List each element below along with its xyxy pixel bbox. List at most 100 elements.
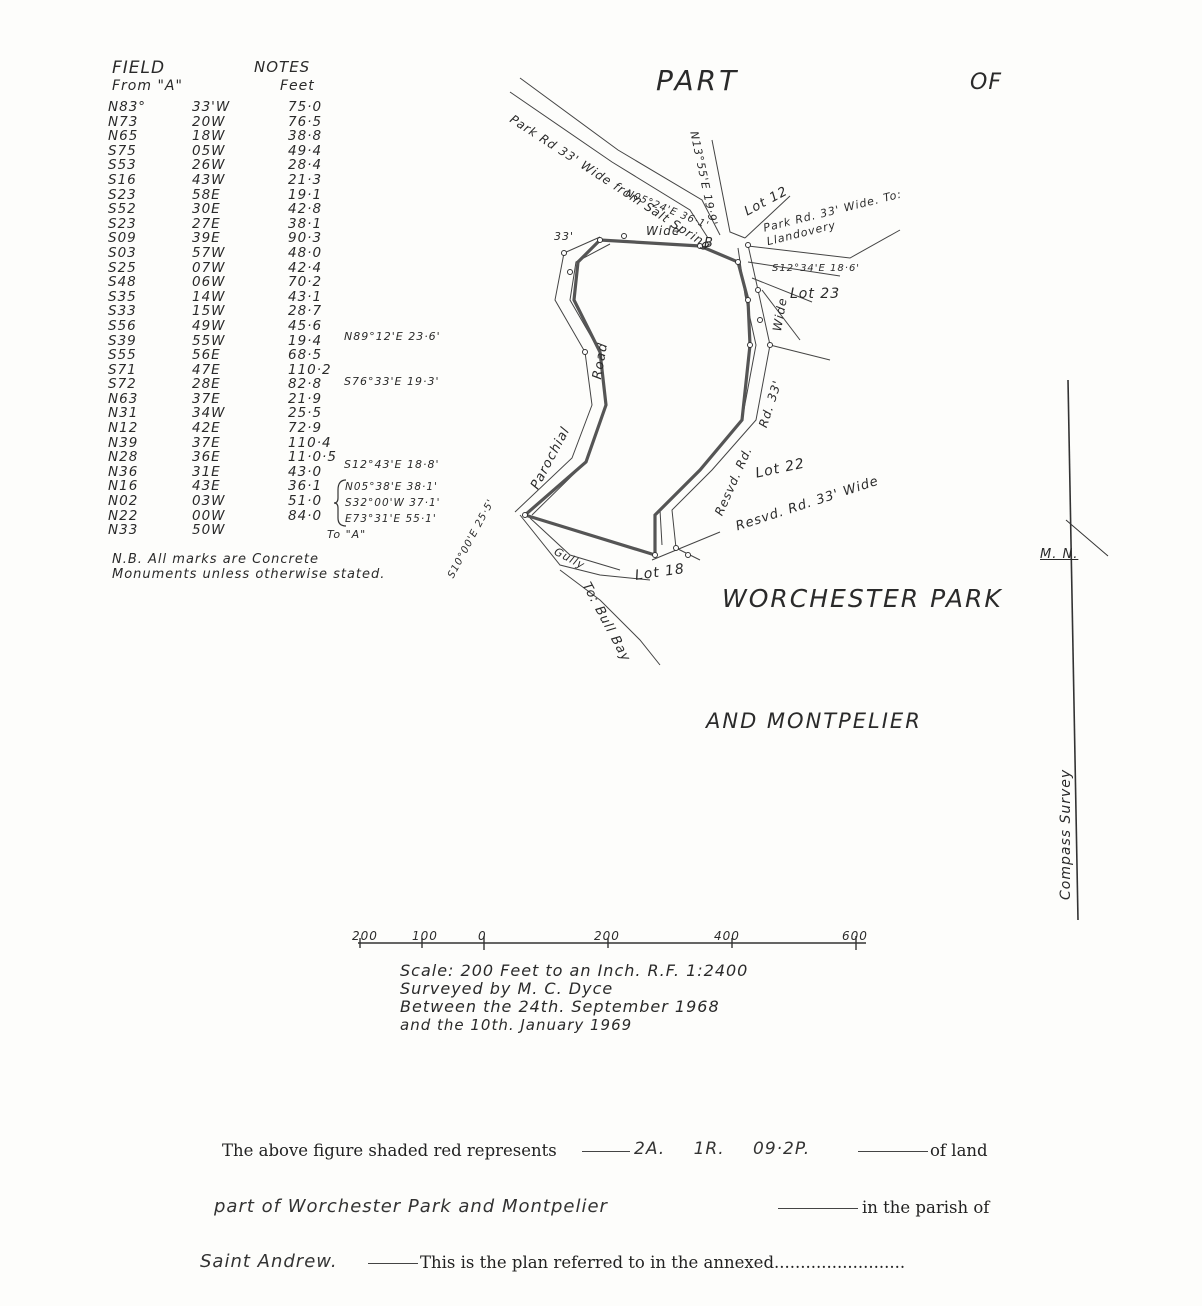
dash-4 (368, 1263, 418, 1264)
label-point-b: B (704, 236, 714, 251)
bracket-bearing-3: E73°31'E 55·1' (345, 513, 437, 525)
lot-line-1 (711, 139, 746, 239)
field-notes-bearing: N22 (108, 507, 139, 524)
field-notes-bearing: N83° (108, 99, 147, 115)
field-notes-bearing: N73 (108, 113, 139, 130)
field-notes-minutes: 43E (192, 478, 221, 495)
field-notes-minutes: 27E (192, 215, 221, 232)
label-compass-survey: Compass Survey (1058, 768, 1074, 900)
field-notes-bearing: S55 (108, 347, 137, 364)
scale-tick-label: 200 (594, 929, 620, 943)
scale-and-survey-notes: Scale: 200 Feet to an Inch. R.F. 1:2400 … (400, 962, 920, 1035)
reserved-road-outer-edge (671, 244, 771, 561)
park-road-top-edge-1 (519, 77, 721, 236)
field-notes-bearing: N63 (108, 390, 139, 407)
park-road-top-edge-2 (509, 91, 709, 239)
field-notes-feet: 19·1 (288, 186, 323, 203)
field-notes-minutes: 34W (192, 405, 226, 422)
field-notes-feet: 28·7 (288, 303, 323, 320)
field-notes-bearing: N33 (108, 522, 139, 539)
label-bearing-right: S12°34'E 18·6' (772, 263, 861, 274)
label-lot-23: Lot 23 (790, 286, 841, 302)
field-notes-bearing: S33 (108, 303, 137, 320)
field-notes-feet: 42·8 (288, 201, 323, 218)
notes-heading-word: NOTES (254, 58, 311, 76)
scale-tick-label: 0 (478, 929, 487, 943)
title-part: PART (656, 64, 740, 97)
title-worchester-park: WORCHESTER PARK (722, 584, 1003, 613)
field-notes-feet: 76·5 (288, 113, 323, 130)
field-notes-bearing: N28 (108, 449, 139, 466)
field-notes-minutes: 37E (192, 434, 221, 451)
certificate-area: 2A. 1R. 09·2P. (634, 1139, 811, 1159)
field-notes-feet: 82·8 (288, 376, 323, 393)
certificate-of-land: of land (930, 1141, 988, 1160)
field-notes-feet: 21·3 (288, 171, 323, 188)
field-notes-row: S53 26W 28·4 (108, 158, 368, 173)
field-notes-bearing: S03 (108, 244, 137, 261)
scale-tick-label: 200 (352, 929, 378, 943)
field-notes-bearing: N65 (108, 128, 139, 145)
meridian-tick (1065, 519, 1109, 557)
certificate-location: part of Worchester Park and Montpelier (214, 1196, 608, 1217)
field-notes-bearing: N02 (108, 493, 139, 510)
field-notes-minutes: 42E (192, 420, 221, 437)
field-notes-bearing: S75 (108, 142, 137, 159)
title-montpelier: AND MONTPELIER (706, 709, 922, 733)
field-notes-feet: 49·4 (288, 142, 323, 159)
field-notes-heading: FIELD NOTES From "A" Feet (112, 58, 352, 100)
scale-tick-label: 600 (842, 929, 868, 943)
field-notes-feet: 68·5 (288, 347, 323, 364)
field-notes-feet: 45·6 (288, 317, 323, 334)
lot-line-5 (751, 277, 813, 303)
field-notes-minutes: 36E (192, 449, 221, 466)
field-notes-feet: 75·0 (288, 99, 323, 115)
label-dist-33: 33' (554, 230, 575, 243)
lot-line-3 (747, 229, 901, 259)
field-notes-bearing: S25 (108, 259, 137, 276)
field-notes-minutes: 06W (192, 274, 226, 291)
field-notes-bearing: N36 (108, 463, 139, 480)
from-a-subheading: From "A" (112, 78, 183, 94)
field-notes-minutes: 28E (192, 376, 221, 393)
field-notes-feet: 43·0 (288, 463, 323, 480)
field-notes-minutes: 37E (192, 390, 221, 407)
field-notes-bearing: S23 (108, 186, 137, 203)
certificate-plan-reference: This is the plan referred to in the anne… (420, 1253, 906, 1272)
field-notes-bearing: S56 (108, 317, 137, 334)
dash-1 (582, 1151, 630, 1152)
gully-line-2 (529, 517, 621, 571)
field-notes-bearing: S53 (108, 157, 137, 174)
to-a-note: To "A" (327, 528, 367, 541)
field-notes-feet: 19·4 (288, 332, 323, 349)
field-notes-feet: 42·4 (288, 259, 323, 276)
bracket-bearing-1: N05°38'E 38·1' (345, 481, 438, 493)
certificate-in-parish: in the parish of (862, 1198, 990, 1217)
field-notes-feet: 28·4 (288, 157, 323, 174)
offset-note-3: S12°43'E 18·8' (344, 458, 440, 471)
field-notes-minutes: 55W (192, 332, 226, 349)
meridian-line (1067, 379, 1079, 921)
field-notes-feet: 70·2 (288, 274, 323, 291)
field-notes-minutes: 43W (192, 171, 226, 188)
field-notes-minutes: 18W (192, 128, 226, 145)
field-notes-bearing: S48 (108, 274, 137, 291)
field-notes-minutes: 26W (192, 157, 226, 174)
offset-note-1: N89°12'E 23·6' (344, 330, 441, 343)
